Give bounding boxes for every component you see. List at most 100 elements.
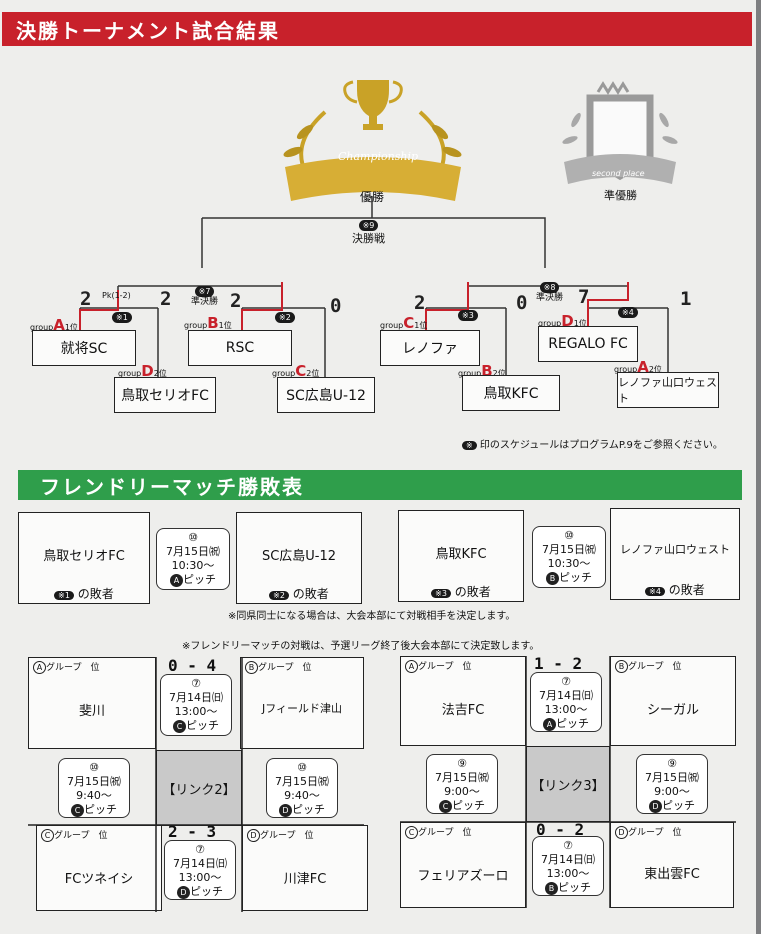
friendly-header: フレンドリーマッチ勝敗表: [18, 470, 742, 500]
friendly-note2: ※フレンドリーマッチの対戦は、予選リーグ終了後大会本部にて決定致します。: [182, 641, 540, 652]
qf3-right-score: 0: [516, 292, 528, 314]
qf1-left-score: 2: [80, 288, 92, 310]
t8-group: groupA2位: [614, 358, 662, 376]
qf1-marker: ※1: [112, 312, 132, 323]
tournament-header: 決勝トーナメント試合結果: [2, 12, 752, 46]
link2-tr-name: Jフィールド津山: [261, 702, 343, 715]
qf2-marker: ※2: [275, 312, 295, 323]
qf2-right-score: 0: [330, 295, 342, 317]
t5-group: groupC1位: [380, 314, 428, 332]
link2-bottom-score: 2 - 3: [168, 822, 217, 841]
friendly2-opp: レノファ山口ウェスト: [620, 543, 730, 556]
qf2-mark-badge: ※2: [275, 312, 295, 323]
runner-up-label: 準優勝: [604, 189, 637, 202]
friendly-title: フレンドリーマッチ勝敗表: [40, 474, 304, 499]
t7-group: groupD1位: [538, 312, 587, 330]
second-place-label: second place: [592, 169, 645, 178]
semi-left-label: 準決勝: [191, 297, 219, 307]
semi-left-marker: ※7 準決勝: [191, 286, 218, 308]
qf1-mark-badge: ※1: [112, 312, 132, 323]
friendly1-team: 鳥取セリオFC: [43, 549, 125, 564]
friendly1-time: 10:30〜: [171, 559, 215, 572]
qf3-marker: ※3: [458, 310, 478, 321]
friendly1-no: ⑩: [188, 531, 198, 544]
link2-center: 【リンク2】: [156, 750, 242, 826]
team-box-t4: SC広島U-12: [277, 377, 375, 413]
link3-bottom-score: 0 - 2: [536, 820, 585, 839]
link2-top-score: 0 - 4: [168, 656, 217, 675]
final-mark-badge: ※9: [358, 220, 379, 231]
semi-left-mark-badge: ※7: [194, 286, 215, 297]
friendly-note1: ※同県同士になる場合は、大会本部にて対戦相手を決定します。: [228, 611, 516, 622]
friendly1-date: 7月15日㈷: [166, 545, 220, 558]
semi-right-score: 7: [578, 286, 590, 308]
championship-label: Championship: [338, 150, 419, 163]
friendly1-opp-box: SC広島U-12 ※2 の敗者: [236, 512, 362, 604]
team-box-t3: RSC: [188, 330, 292, 366]
t6-group: groupB2位: [458, 362, 506, 380]
team-box-t5: レノファ: [380, 330, 480, 366]
team-box-t6: 鳥取KFC: [462, 375, 560, 411]
qf4-mark-badge: ※4: [618, 307, 638, 318]
final-label: 決勝戦: [352, 232, 385, 245]
friendly2-date: 7月15日㈷: [542, 543, 596, 556]
link2-tl-name: 斐川: [78, 704, 105, 719]
semi-left-score: 2: [230, 290, 242, 312]
qf4-right-score: 1: [680, 288, 692, 310]
link3-top-score: 1 - 2: [534, 654, 583, 673]
qf3-left-score: 2: [414, 292, 426, 314]
friendly2-no: ⑩: [564, 529, 574, 542]
qf3-mark-badge: ※3: [458, 310, 478, 321]
friendly1-team-box: 鳥取セリオFC ※1 の敗者: [18, 512, 150, 604]
link3-br-name: 東出雲FC: [644, 867, 700, 882]
team-box-t1: 就将SC: [32, 330, 136, 366]
friendly2-loser: ※3 の敗者: [399, 583, 523, 600]
friendly2-time: 10:30〜: [547, 557, 591, 570]
friendly1-loser: ※1 の敗者: [19, 585, 149, 602]
championship-trophy-icon: [283, 80, 462, 201]
bracket-lines: [79, 196, 669, 378]
link3-tr-name: シーガル: [646, 703, 699, 718]
link2-bl-name: FCツネイシ: [64, 872, 134, 887]
second-place-shield-icon: [562, 81, 678, 184]
semi-right-marker: ※8 準決勝: [536, 282, 563, 304]
team-box-t2: 鳥取セリオFC: [114, 377, 216, 413]
t3-group: groupB1位: [184, 314, 232, 332]
friendly2-team: 鳥取KFC: [435, 547, 487, 562]
semi-right-label: 準決勝: [536, 293, 564, 303]
qf4-marker: ※4: [618, 307, 638, 318]
team-box-t7: REGALO FC: [538, 326, 638, 362]
tournament-title: 決勝トーナメント試合結果: [16, 18, 280, 43]
pk-score: Pk(1-2): [102, 291, 131, 300]
qf1-right-score: 2: [160, 288, 172, 310]
final-marker: ※9 決勝戦: [352, 220, 385, 244]
friendly2-team-box: 鳥取KFC ※3 の敗者: [398, 510, 524, 602]
schedule-note: ※ 印のスケジュールはプログラムP.9をご参照ください。: [462, 436, 723, 451]
